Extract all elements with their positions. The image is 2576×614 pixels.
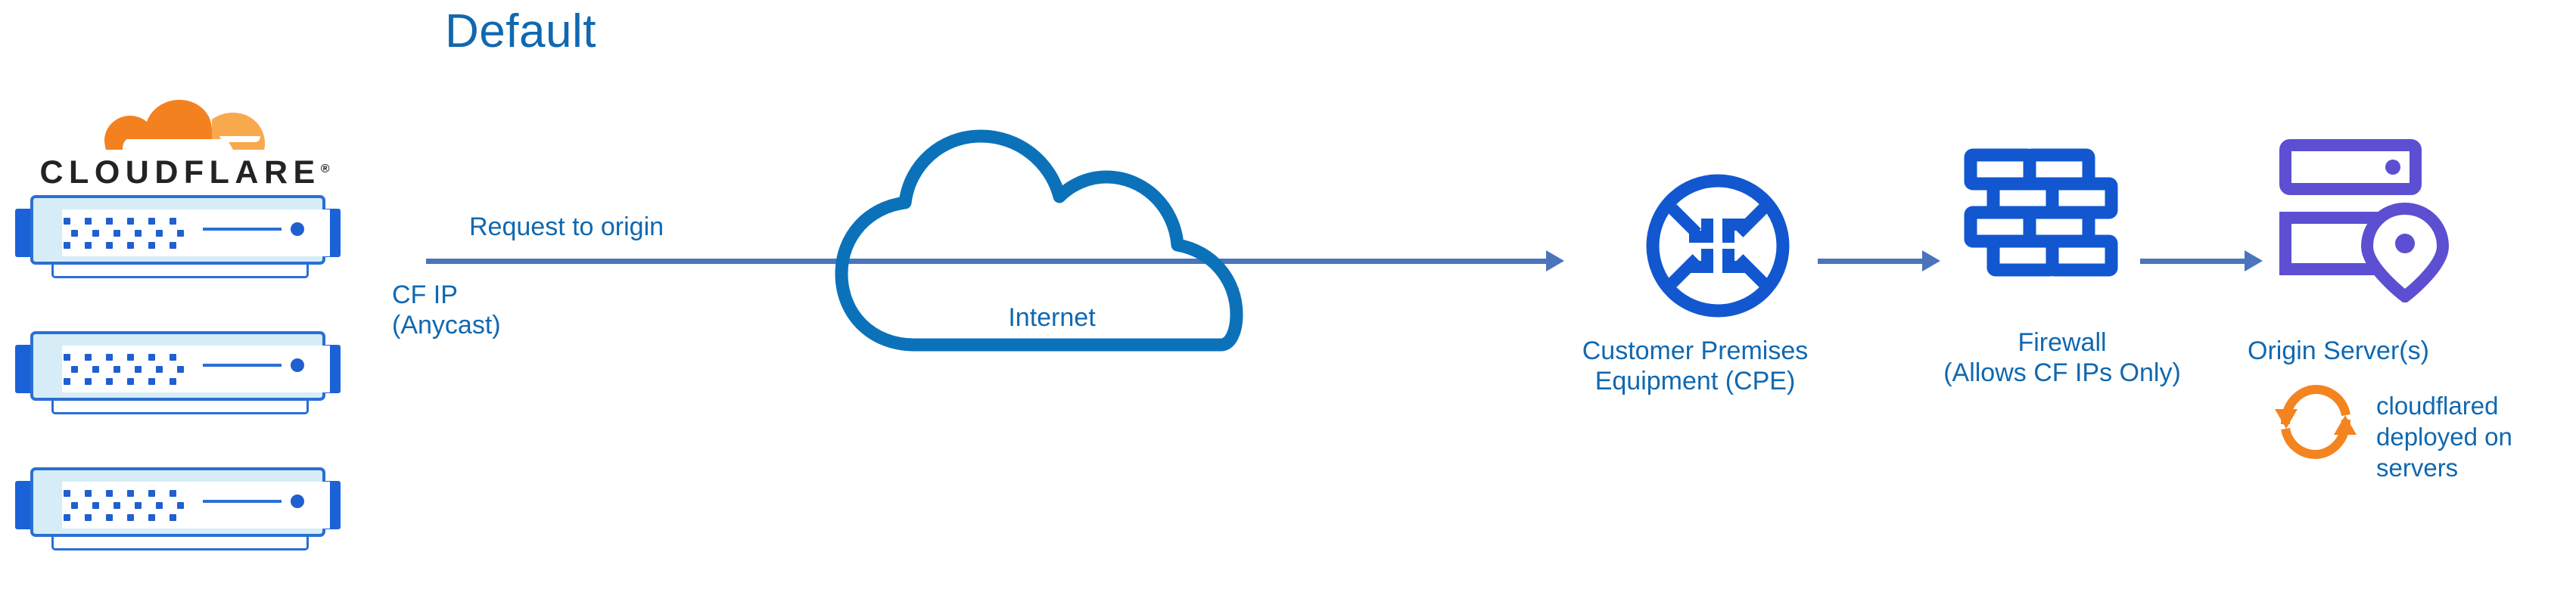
label-internet: Internet <box>1008 303 1096 332</box>
diagram-title: Default <box>445 5 596 57</box>
brick-wall-icon <box>1960 147 2119 299</box>
origin-server-pin-icon <box>2278 136 2459 305</box>
connector-firewall-to-origin <box>2140 259 2245 264</box>
cloudflare-cloud-icon <box>104 100 265 150</box>
server-rack-unit-1 <box>15 195 341 278</box>
label-cf-ip: CF IP (Anycast) <box>392 281 501 340</box>
router-icon <box>1642 170 1794 321</box>
cloudflare-wordmark: CLOUDFLARE® <box>39 154 330 191</box>
connector-cpe-to-firewall <box>1818 259 1922 264</box>
server-vents <box>64 490 184 526</box>
label-firewall: Firewall (Allows CF IPs Only) <box>1943 328 2181 387</box>
server-rack-unit-3 <box>15 467 341 550</box>
server-led-icon <box>291 222 304 236</box>
server-base <box>51 263 309 278</box>
cloudflare-logo: CLOUDFLARE® <box>33 97 336 191</box>
server-vents <box>64 218 184 254</box>
server-base <box>51 535 309 550</box>
internet-cloud-icon <box>825 106 1279 355</box>
server-led-icon <box>291 495 304 508</box>
server-rack-unit-2 <box>15 331 341 414</box>
server-vents <box>64 354 184 390</box>
server-indicator-line <box>203 500 282 503</box>
label-cloudflared: cloudflared deployed on servers <box>2376 392 2512 482</box>
sync-arrows-icon <box>2270 382 2361 461</box>
server-indicator-line <box>203 228 282 231</box>
server-led-icon <box>291 358 304 372</box>
connector-edge-to-cpe-arrowhead <box>1546 250 1564 271</box>
label-request-to-origin: Request to origin <box>469 212 664 241</box>
connector-firewall-to-origin-arrowhead <box>2245 250 2263 271</box>
label-origin-server: Origin Server(s) <box>2248 336 2429 365</box>
label-customer-premises-equipment: Customer Premises Equipment (CPE) <box>1582 336 1809 395</box>
server-indicator-line <box>203 364 282 367</box>
connector-edge-to-cpe <box>426 259 1546 264</box>
connector-cpe-to-firewall-arrowhead <box>1922 250 1940 271</box>
server-base <box>51 399 309 414</box>
